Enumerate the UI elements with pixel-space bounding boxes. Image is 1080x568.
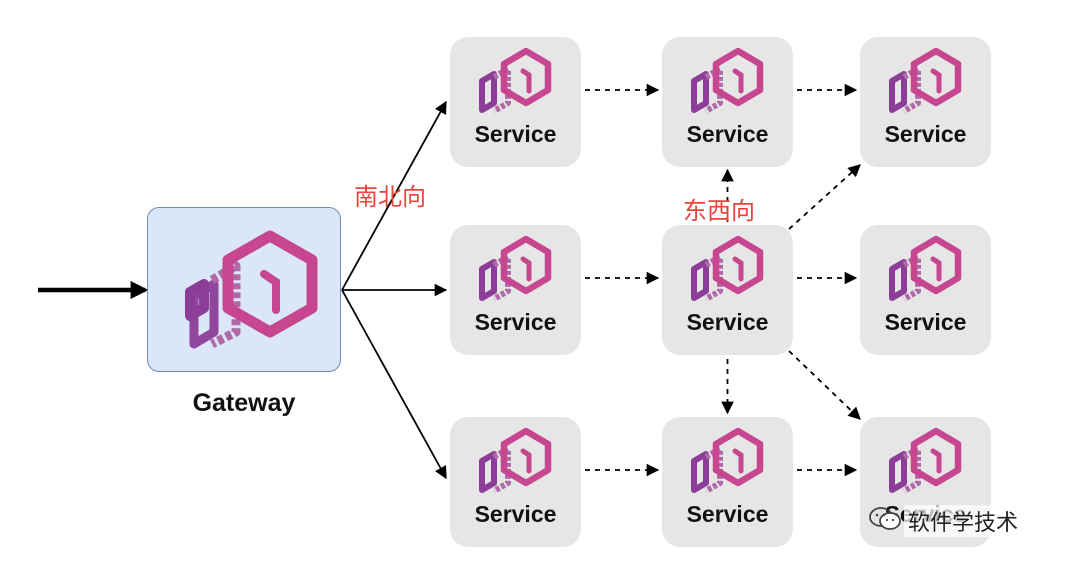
service-label: Service <box>474 501 557 527</box>
edges-layer <box>38 83 861 480</box>
service-label: Service <box>686 501 769 527</box>
service-label: Service <box>884 121 967 147</box>
envoy-logo-icon <box>691 235 764 302</box>
envoy-logo-icon <box>185 230 318 349</box>
wechat-icon <box>869 507 901 530</box>
envoy-logo-icon <box>479 235 552 302</box>
envoy-logo-icon <box>889 427 962 494</box>
gateway-label: Gateway <box>192 389 296 417</box>
service-node[interactable]: Service <box>450 225 581 355</box>
service-node[interactable]: Service <box>860 225 991 355</box>
service-label: Service <box>474 121 557 147</box>
gateway-node[interactable] <box>147 207 341 372</box>
service-node[interactable]: Service <box>662 225 793 355</box>
envoy-logo-icon <box>479 427 552 494</box>
service-node[interactable]: Service <box>450 37 581 167</box>
service-node[interactable]: Service <box>450 417 581 547</box>
service-label: Service <box>686 309 769 335</box>
service-node[interactable]: Service <box>860 37 991 167</box>
north-south-label: 南北向 <box>354 183 426 211</box>
envoy-logo-icon <box>889 47 962 114</box>
edge-arrow <box>788 164 861 230</box>
envoy-logo-icon <box>691 427 764 494</box>
edge-arrow <box>341 289 447 480</box>
service-node[interactable]: Service <box>662 37 793 167</box>
service-label: Service <box>474 309 557 335</box>
watermark-text: 软件学技术 <box>904 505 1023 537</box>
service-node[interactable]: Service <box>662 417 793 547</box>
edge-arrow <box>788 350 861 420</box>
east-west-label: 东西向 <box>683 197 755 225</box>
envoy-logo-icon <box>691 47 764 114</box>
service-label: Service <box>884 309 967 335</box>
edge-arrow <box>341 100 447 291</box>
service-label: Service <box>686 121 769 147</box>
envoy-logo-icon <box>889 235 962 302</box>
envoy-logo-icon <box>479 47 552 114</box>
